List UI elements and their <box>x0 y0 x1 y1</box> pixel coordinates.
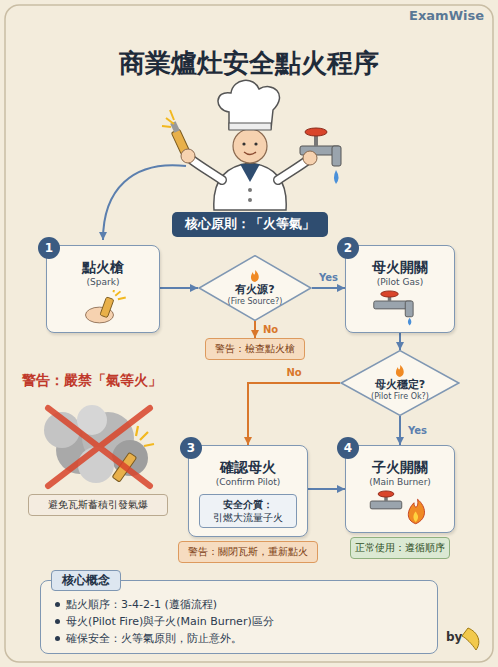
bullet-row: 確保安全：火等氣原則，防止意外。 <box>53 630 425 647</box>
callout-number: 3 <box>180 437 202 459</box>
step-title: 子火開關 <box>352 458 448 476</box>
title: 商業爐灶安全點火程序 <box>0 46 498 81</box>
box-text: 警告：關閉瓦斯，重新點火 <box>183 545 313 559</box>
pilot-valve-icon <box>365 290 435 326</box>
callout-number: 4 <box>337 437 359 459</box>
bullet-row: 母火(Pilot Fire)與子火(Main Burner)區分 <box>53 613 425 630</box>
spark-icon <box>68 290 138 326</box>
flame-icon <box>394 365 406 378</box>
inner-box: 安全介質：引燃大流量子火 <box>199 494 297 528</box>
step-title: 母火開關 <box>352 258 448 276</box>
principle-band: 核心原則：「火等氣」 <box>172 212 328 237</box>
flame-icon <box>249 270 261 283</box>
callout-number: 2 <box>337 237 359 259</box>
edge-label: Yes <box>406 425 429 437</box>
main-burner-icon <box>365 490 435 526</box>
process-box: 2母火開關(Pilot Gas) <box>345 245 455 333</box>
box-text: 正常使用：遵循順序 <box>355 541 445 555</box>
inner-text: 引燃大流量子火 <box>202 511 294 524</box>
edge-label: No <box>284 367 303 379</box>
box-text: 核心原則：「火等氣」 <box>178 216 322 233</box>
step-subtitle: (Pilot Gas) <box>352 276 448 288</box>
decision-question: 有火源? <box>235 283 274 297</box>
process-box: 3確認母火(Confirm Pilot)安全介質：引燃大流量子火 <box>188 445 308 537</box>
warning-box: 警告：檢查點火槍 <box>205 338 305 360</box>
callout-number: 1 <box>38 237 60 259</box>
step-subtitle: (Confirm Pilot) <box>195 476 301 488</box>
decision-diamond: 母火穩定?(Pilot Fire Ok?) <box>340 350 460 416</box>
box-text: 警告：檢查點火槍 <box>210 342 300 356</box>
explosion-illustration <box>44 405 154 486</box>
warning-box: 警告：關閉瓦斯，重新點火 <box>178 541 318 563</box>
edge-label: Yes <box>317 272 340 284</box>
bullet-text: 點火順序：3-4-2-1 (遵循流程) <box>66 598 217 611</box>
process-box: 1點火槍(Spark) <box>46 245 160 333</box>
bullet-dot <box>55 636 60 641</box>
flow-connector <box>399 416 401 445</box>
banana-icon <box>462 628 479 650</box>
flow-connector <box>254 321 256 338</box>
bullet-dot <box>55 619 60 624</box>
step-title: 點火槍 <box>53 258 153 276</box>
flow-connector <box>312 287 345 289</box>
flow-connector <box>399 333 401 350</box>
flow-connector <box>308 488 345 490</box>
chef-illustration <box>162 80 341 210</box>
note-label: ExamWise <box>409 8 484 23</box>
box-text: 避免瓦斯蓄積引發氣爆 <box>33 498 163 512</box>
bullet-text: 確保安全：火等氣原則，防止意外。 <box>66 632 242 645</box>
step-subtitle: (Spark) <box>53 276 153 288</box>
inner-heading: 安全介質： <box>202 498 294 511</box>
note-label: 警告：嚴禁「氣等火」 <box>22 372 162 390</box>
status-box: 正常使用：遵循順序 <box>350 537 450 559</box>
note-label: by <box>446 630 462 644</box>
bullet-text: 母火(Pilot Fire)與子火(Main Burner)區分 <box>66 615 274 628</box>
decision-question: 母火穩定? <box>375 378 425 392</box>
bullet-row: 點火順序：3-4-2-1 (遵循流程) <box>53 596 425 613</box>
decision-subtitle: (Fire Source?) <box>228 297 283 307</box>
decision-subtitle: (Pilot Fire Ok?) <box>371 392 429 402</box>
edge-label: No <box>261 324 280 336</box>
panel-heading: 核心概念 <box>51 570 121 591</box>
bullet-dot <box>55 602 60 607</box>
caption-box: 避免瓦斯蓄積引發氣爆 <box>28 494 168 516</box>
step-subtitle: (Main Burner) <box>352 476 448 488</box>
process-box: 4子火開關(Main Burner) <box>345 445 455 533</box>
page-border <box>5 5 493 662</box>
flow-connector <box>160 287 198 289</box>
step-title: 確認母火 <box>195 458 301 476</box>
concept-panel: 核心概念點火順序：3-4-2-1 (遵循流程)母火(Pilot Fire)與子火… <box>40 580 438 654</box>
decision-diamond: 有火源?(Fire Source?) <box>198 255 312 321</box>
flow-connector <box>248 383 340 445</box>
